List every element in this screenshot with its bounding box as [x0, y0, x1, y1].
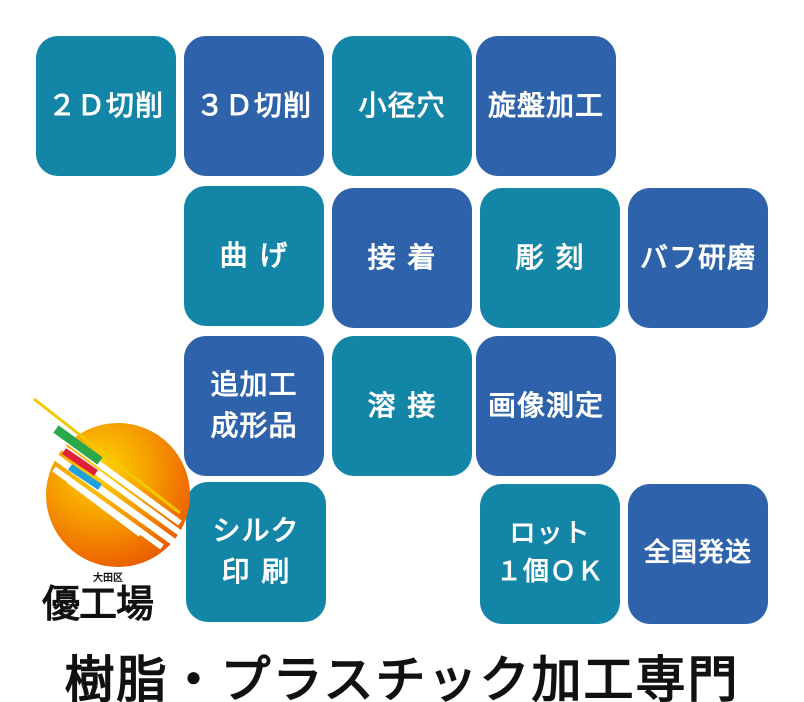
tile-label-line1: ロット	[509, 519, 591, 550]
tile-3d-cutting: ３Ｄ切削	[184, 36, 324, 176]
tile-label: ２Ｄ切削	[47, 88, 164, 122]
tile-label-line2: 成形品	[210, 409, 298, 442]
tile-nationwide-shipping: 全国発送	[628, 484, 768, 624]
company-logo-icon	[33, 397, 190, 567]
tile-image-measurement: 画像測定	[476, 336, 616, 476]
tile-label-line2: １個ＯＫ	[495, 557, 604, 587]
tile-2d-cutting: ２Ｄ切削	[36, 36, 176, 176]
tile-label: 曲 げ	[219, 238, 289, 272]
tile-engraving: 彫 刻	[480, 188, 620, 328]
tile-label-line2: 印 刷	[221, 555, 291, 588]
tile-label: バフ研磨	[639, 240, 756, 274]
tile-label: 全国発送	[643, 538, 752, 569]
tile-silk-printing: シルク 印 刷	[186, 482, 326, 622]
tile-bending: 曲 げ	[184, 186, 324, 326]
tile-lot-one-ok: ロット １個ＯＫ	[480, 484, 620, 624]
tile-label: 彫 刻	[515, 240, 585, 274]
tile-label: 溶 接	[367, 388, 437, 422]
page-title: 樹脂・プラスチック加工専門	[64, 651, 740, 702]
tile-lathe: 旋盤加工	[476, 36, 616, 176]
tile-label: 旋盤加工	[487, 88, 604, 122]
logo-name: 優工場	[42, 581, 154, 626]
tile-small-hole: 小径穴	[332, 36, 472, 176]
tile-post-processing: 追加工 成形品	[184, 336, 324, 476]
tile-bonding: 接 着	[332, 188, 472, 328]
tile-label: 接 着	[367, 240, 437, 274]
tile-label: ３Ｄ切削	[195, 88, 312, 122]
tile-label-line1: 追加工	[210, 368, 298, 402]
tile-label: 小径穴	[358, 88, 446, 122]
tile-buff-polishing: バフ研磨	[628, 188, 768, 328]
logo-sub-text: 大田区	[93, 573, 123, 584]
tile-welding: 溶 接	[332, 336, 472, 476]
tile-label: 画像測定	[487, 388, 604, 422]
tile-label-line1: シルク	[212, 514, 300, 548]
